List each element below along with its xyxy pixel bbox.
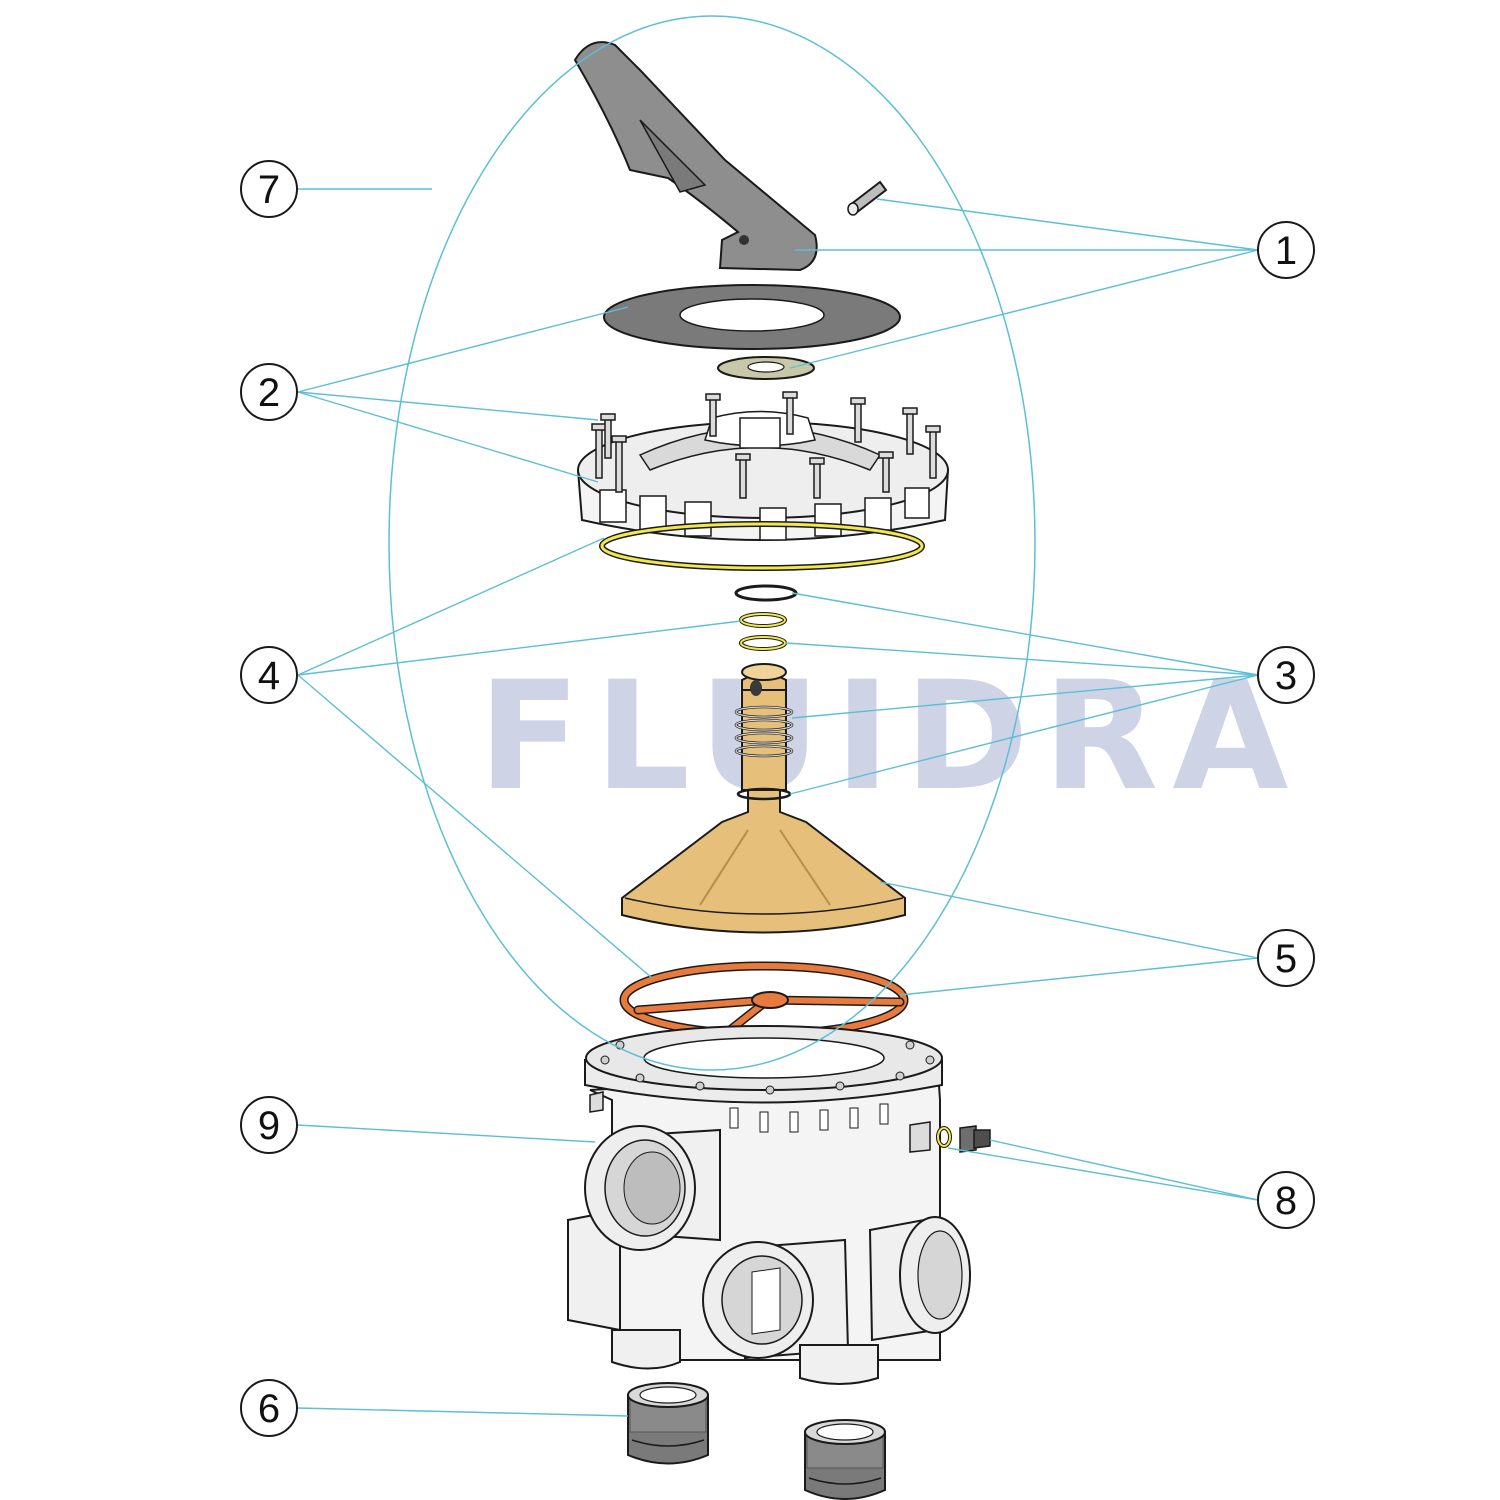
valve-body [567, 1025, 971, 1385]
callout-9: 9 [240, 1096, 298, 1154]
port-front [702, 1238, 850, 1360]
kit-boundary-ellipse [388, 15, 1036, 1071]
callout-label: 7 [258, 168, 280, 212]
callout-label: 2 [258, 371, 280, 415]
handle-pin [847, 180, 888, 216]
callout-label: 3 [1275, 654, 1297, 698]
callout-label: 6 [258, 1387, 280, 1431]
washer [717, 356, 815, 380]
callout-label: 9 [258, 1104, 280, 1148]
callout-3: 3 [1257, 646, 1315, 704]
callout-2: 2 [240, 363, 298, 421]
callout-5: 5 [1257, 929, 1315, 987]
callout-4: 4 [240, 646, 298, 704]
cover-gasket [603, 284, 901, 350]
port-left [584, 1125, 721, 1251]
drain-plug [936, 1125, 991, 1153]
valve-cover [576, 391, 950, 541]
shaft-o-ring-black [734, 584, 798, 602]
union-fitting-left [627, 1382, 709, 1465]
callout-label: 8 [1275, 1179, 1297, 1223]
callout-label: 1 [1275, 229, 1297, 273]
callout-6: 6 [240, 1379, 298, 1437]
handle-lever [573, 41, 818, 272]
callout-8: 8 [1257, 1171, 1315, 1229]
shaft-o-ring-yellow [739, 612, 787, 651]
star-gasket [619, 961, 909, 1039]
callout-1: 1 [1257, 221, 1315, 279]
callout-7: 7 [240, 160, 298, 218]
callout-label: 5 [1275, 937, 1297, 981]
callout-label: 4 [258, 654, 280, 698]
port-right [868, 1216, 971, 1342]
rotor-shaft [621, 663, 906, 934]
union-fitting-right [804, 1419, 886, 1500]
watermark: FLUIDRA [478, 650, 1302, 824]
leader-lines [297, 188, 1259, 1417]
